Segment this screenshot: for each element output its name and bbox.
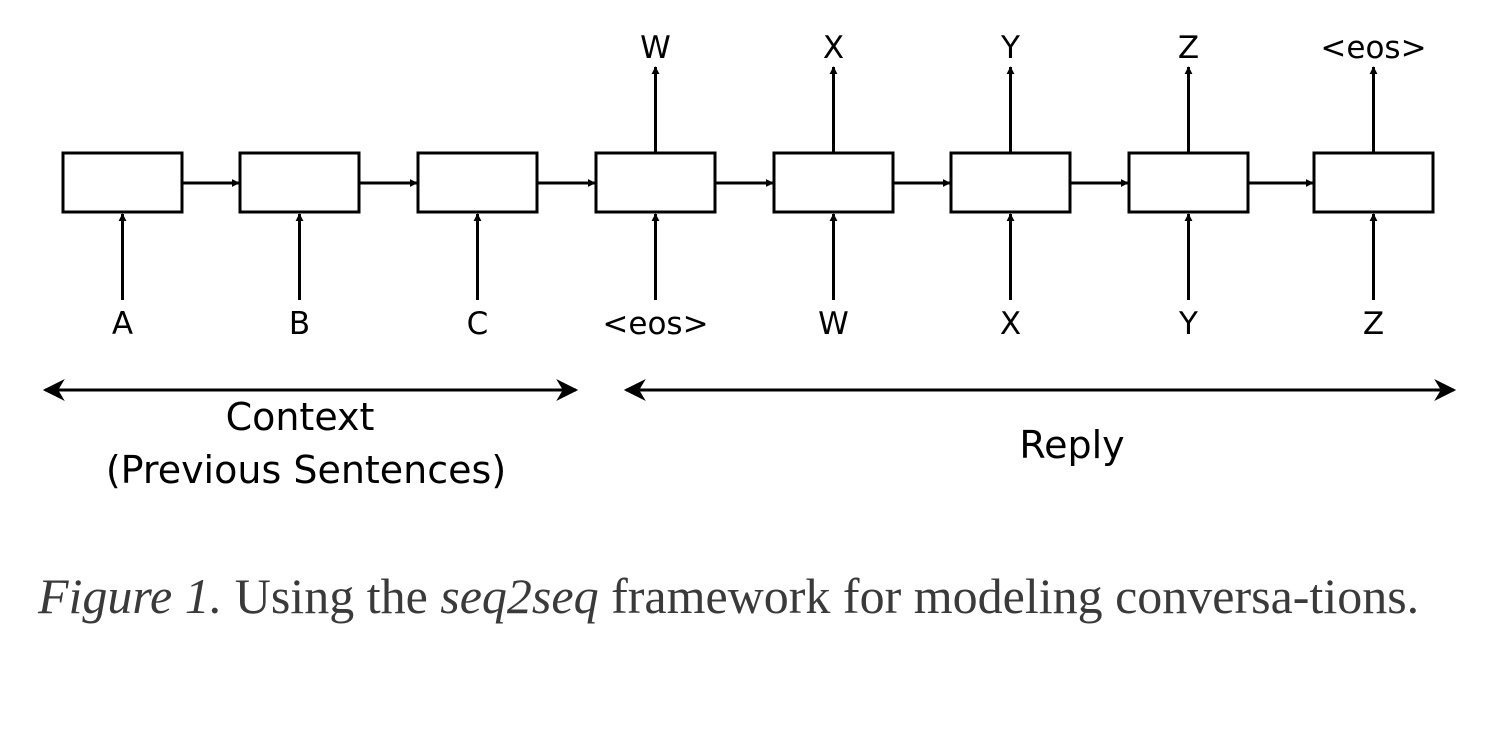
seq2seq-diagram: A B C <eos> W W X X Y Y Z Z <eos> Context (Previous … xyxy=(42,30,1457,492)
input-token: A xyxy=(112,306,133,342)
input-token: W xyxy=(818,306,849,342)
output-token: Y xyxy=(1000,30,1020,66)
output-token: X xyxy=(823,30,844,66)
output-token: W xyxy=(640,30,671,66)
caption-emphasis: seq2seq xyxy=(440,568,599,624)
input-token: X xyxy=(1000,306,1021,342)
figure-number: Figure 1. xyxy=(38,568,223,624)
rnn-cell xyxy=(61,151,184,214)
rnn-cell xyxy=(1127,151,1250,214)
caption-text-before: Using the xyxy=(234,568,428,624)
input-token: <eos> xyxy=(602,306,708,342)
rnn-cell xyxy=(1312,151,1435,214)
rnn-cell xyxy=(949,151,1072,214)
context-label: Context xyxy=(226,395,375,439)
rnn-cell xyxy=(594,151,717,214)
output-token: Z xyxy=(1178,30,1199,66)
caption-text-after: framework for modeling conversa-tions. xyxy=(611,568,1420,624)
input-token: C xyxy=(467,306,489,342)
context-sublabel: (Previous Sentences) xyxy=(106,448,506,492)
input-token: B xyxy=(289,306,310,342)
output-token: <eos> xyxy=(1320,30,1426,66)
rnn-cell xyxy=(772,151,895,214)
input-token: Y xyxy=(1178,306,1198,342)
reply-label: Reply xyxy=(1019,423,1124,467)
rnn-cell xyxy=(416,151,539,214)
figure-caption: Figure 1. Using the seq2seq framework fo… xyxy=(38,566,1448,626)
input-token: Z xyxy=(1363,306,1384,342)
rnn-cell xyxy=(238,151,361,214)
